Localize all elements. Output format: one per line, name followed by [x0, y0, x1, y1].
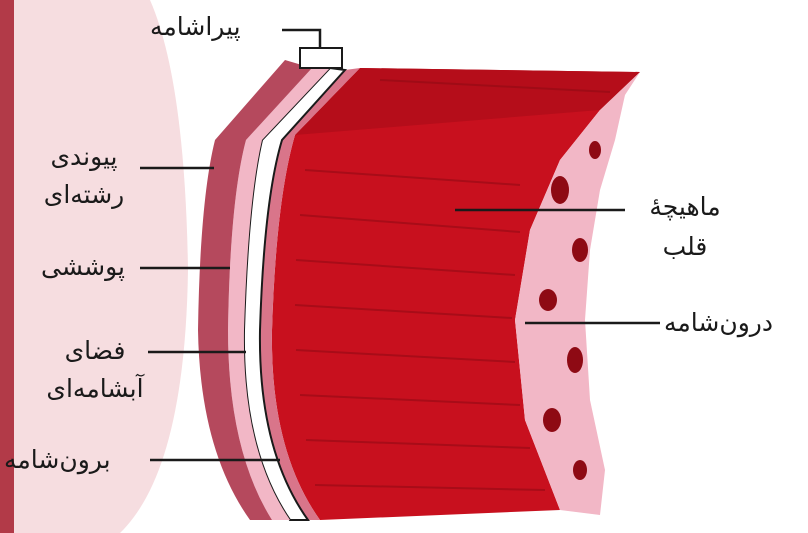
pericardium-leader [282, 30, 320, 48]
label-endocardium: درون‌شامه [664, 308, 773, 338]
label-serous-line2: آبشامه‌ای [20, 374, 170, 404]
label-myocardium-line2: قلب [630, 232, 740, 262]
label-serous-line1: فضای [40, 336, 150, 366]
pericardium-marker-box [300, 48, 342, 68]
label-epicardium: برون‌شامه [4, 445, 111, 475]
label-fibrous-line1: پیوندی [24, 142, 144, 172]
label-fibrous-line2: رشته‌ای [24, 180, 144, 210]
label-pericardium: پیراشامه [150, 12, 241, 42]
label-epithelial: پوششی [28, 252, 138, 282]
label-myocardium-line1: ماهیچهٔ [630, 192, 740, 222]
